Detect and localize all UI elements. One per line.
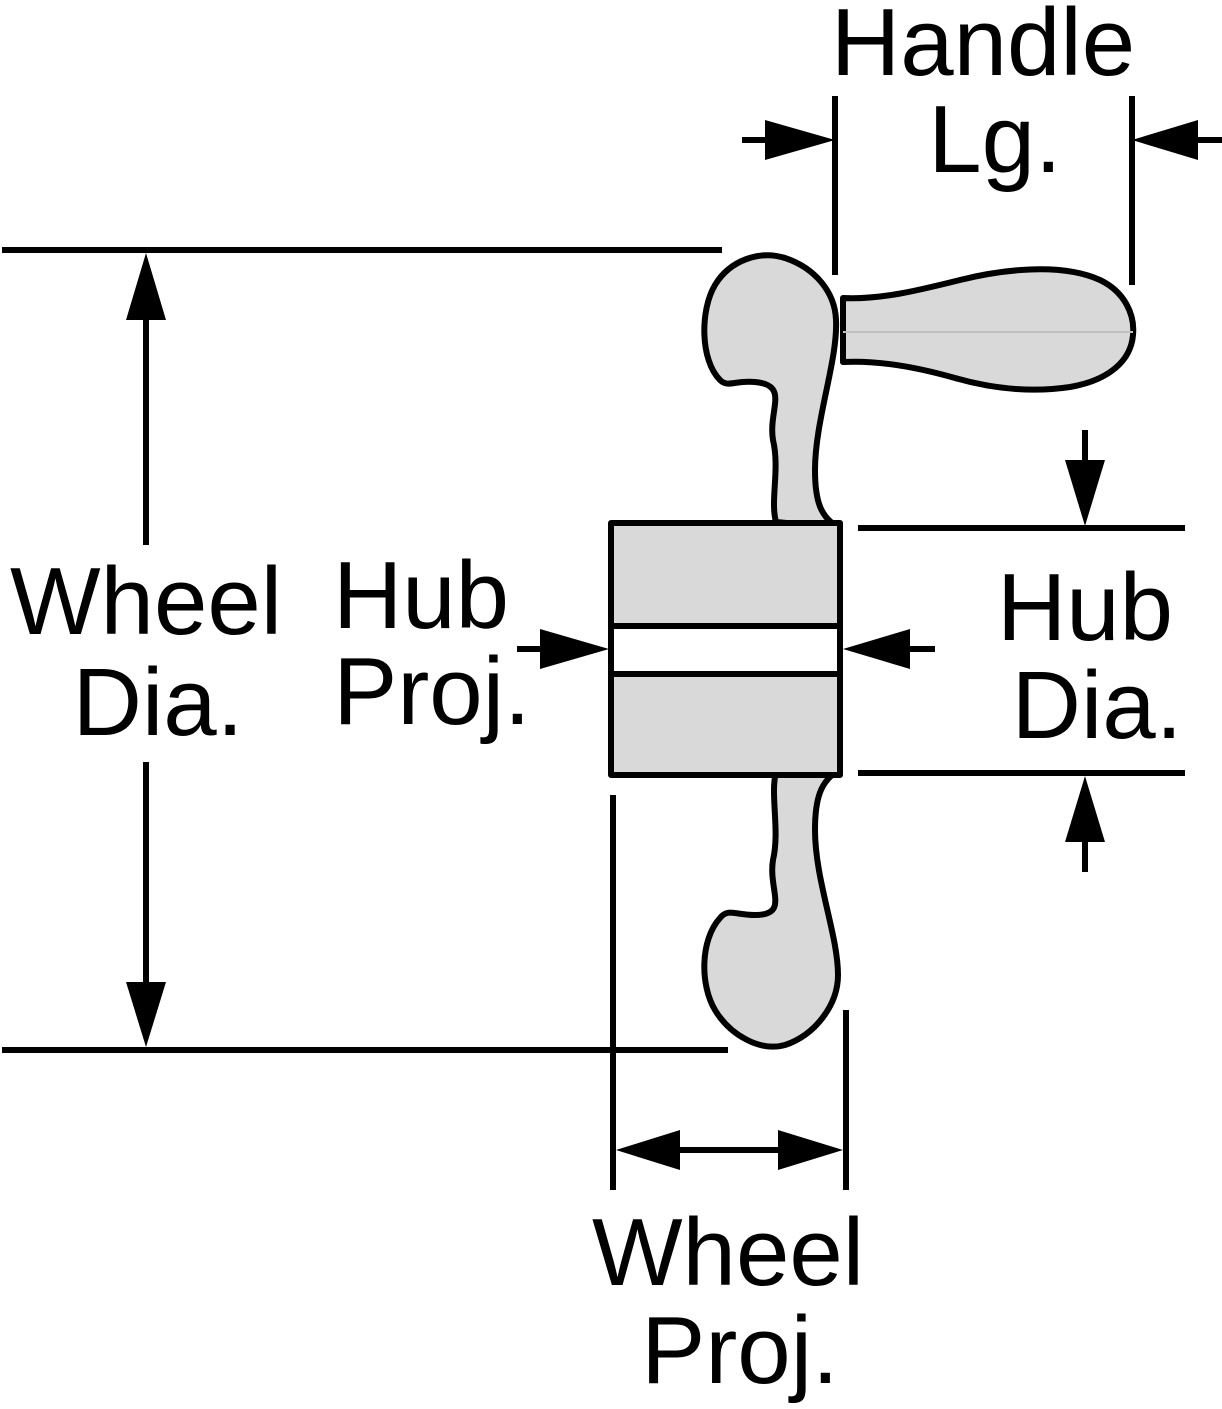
- wheel-projection-label-line2: Proj.: [641, 1297, 838, 1404]
- wheel-diameter-label-line1: Wheel: [10, 548, 282, 655]
- wheel-diameter-dimension: Wheel Dia.: [2, 247, 728, 1053]
- upper-spoke-shape: [701, 252, 843, 531]
- arrow-up-icon: [126, 253, 166, 320]
- handle-length-dimension: Handle Lg.: [742, 0, 1222, 285]
- hub-projection-label-line1: Hub: [333, 542, 509, 649]
- arrow-right-icon: [540, 629, 609, 669]
- arrow-left-icon: [616, 1130, 680, 1170]
- hub-projection-dimension: Hub Proj.: [333, 542, 935, 745]
- hub-projection-label-line2: Proj.: [333, 638, 530, 745]
- arrow-right-icon: [765, 120, 835, 160]
- wheel-projection-dimension: Wheel Proj.: [592, 795, 864, 1404]
- hub-diameter-dimension: Hub Dia.: [858, 430, 1185, 872]
- arrow-left-icon: [1132, 120, 1198, 160]
- hub-shape: [608, 520, 843, 778]
- handle-length-label-line2: Lg.: [928, 86, 1061, 193]
- wheel-diameter-label-line2: Dia.: [73, 649, 244, 756]
- lower-spoke-shape: [701, 767, 843, 1050]
- wheel-projection-label-line1: Wheel: [592, 1199, 864, 1306]
- arrow-down-icon: [1065, 460, 1105, 526]
- arrow-up-icon: [1065, 776, 1105, 842]
- handle-length-label-line1: Handle: [831, 0, 1135, 96]
- arrow-right-icon: [778, 1130, 843, 1170]
- arrow-left-icon: [843, 629, 910, 669]
- hub-diameter-label-line1: Hub: [997, 554, 1173, 661]
- handle-shape: [840, 266, 1137, 393]
- arrow-down-icon: [126, 982, 166, 1047]
- hub-diameter-label-line2: Dia.: [1012, 652, 1183, 759]
